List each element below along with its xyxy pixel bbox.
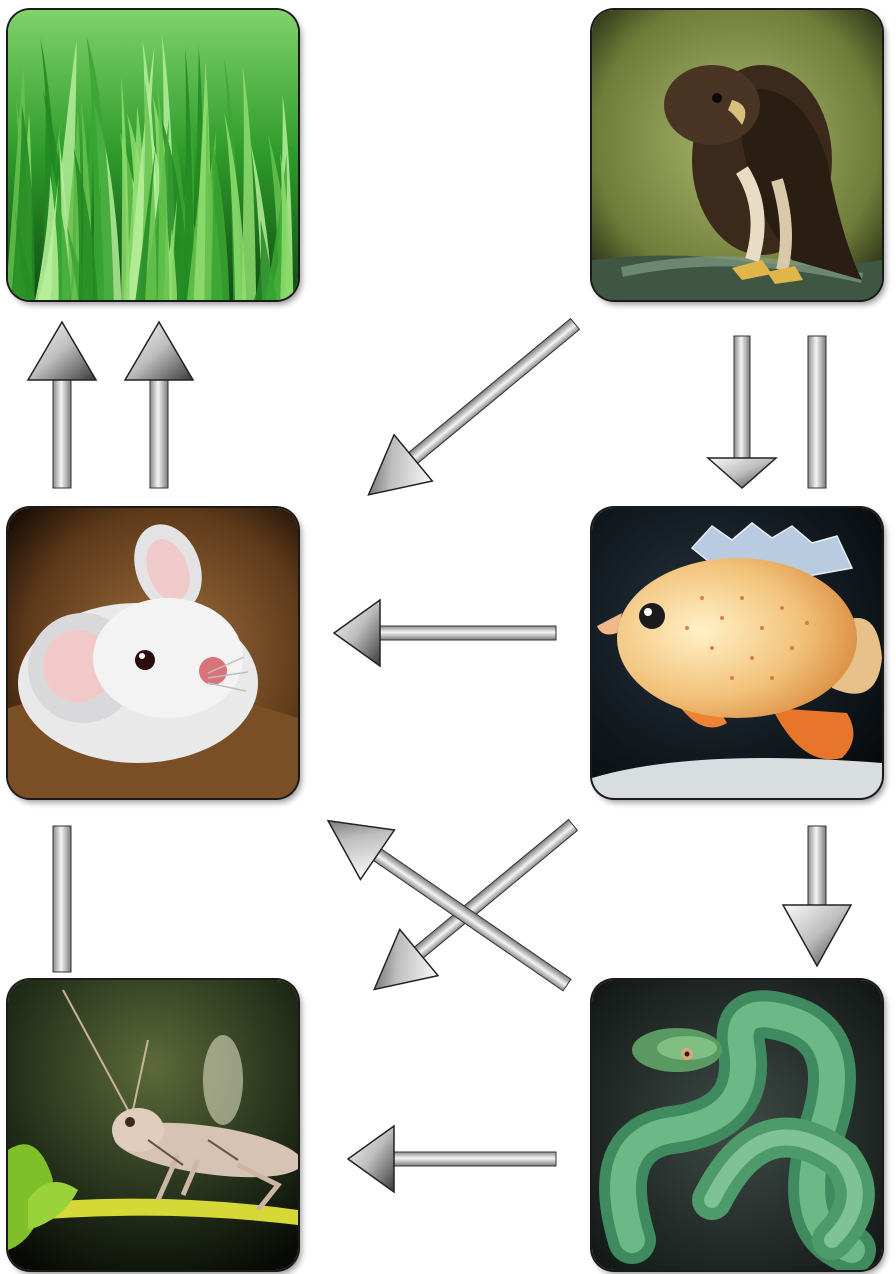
line-hawk-fish — [808, 336, 826, 488]
line-grasshopper-mouse — [53, 826, 71, 972]
arrow-hawk-to-mouse — [349, 301, 594, 518]
grasshopper-photo-tile — [8, 980, 298, 1270]
hawk-photo-tile — [592, 10, 882, 300]
arrow-hawk-to-fish — [708, 336, 776, 488]
mouse-photo-tile — [8, 508, 298, 798]
fish-photo-icon — [592, 508, 882, 798]
arrow-fish-to-mouse — [334, 600, 556, 666]
fish-photo-tile — [592, 508, 882, 798]
snake-photo-icon — [592, 980, 882, 1270]
grass-photo-tile — [8, 10, 298, 300]
grasshopper-photo-icon — [8, 980, 298, 1270]
arrow-fish-to-grasshopper — [355, 802, 592, 1013]
arrow-mouse-to-grass-2 — [125, 322, 193, 488]
arrow-snake-to-mouse — [311, 796, 584, 1010]
grass-photo-icon — [8, 10, 298, 300]
hawk-photo-icon — [592, 10, 882, 300]
arrow-mouse-to-grass-1 — [28, 322, 96, 488]
mouse-photo-icon — [8, 508, 298, 798]
arrow-fish-to-snake — [783, 826, 851, 966]
arrow-snake-to-grasshopper — [348, 1126, 556, 1192]
snake-photo-tile — [592, 980, 882, 1270]
